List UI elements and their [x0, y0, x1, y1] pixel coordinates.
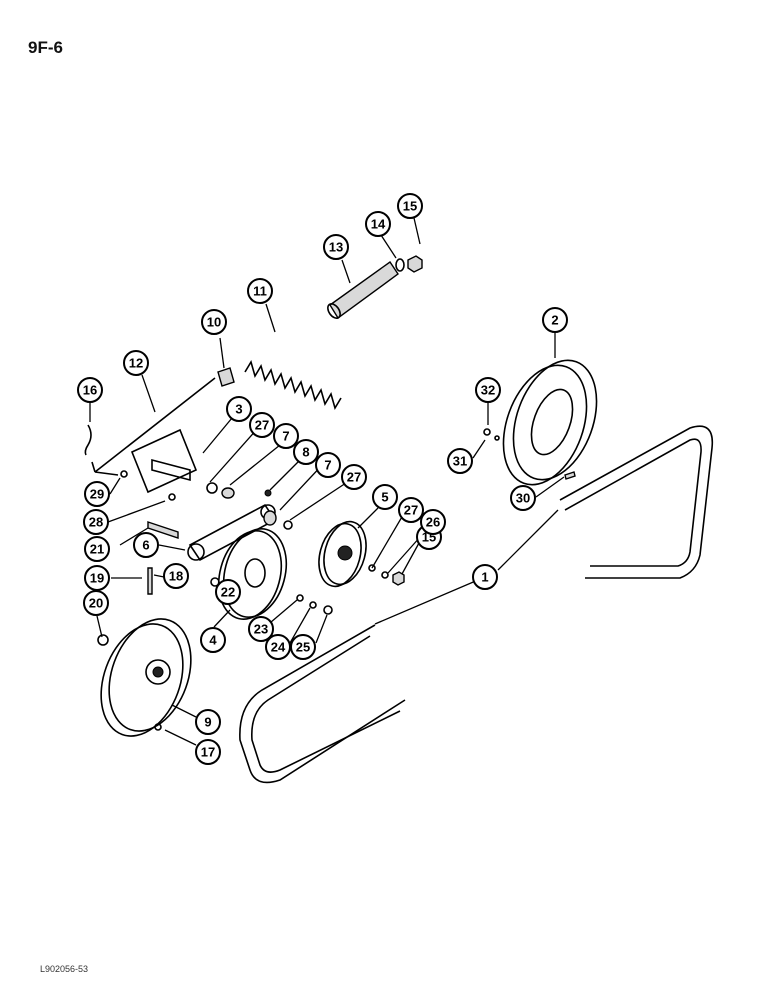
callout-27-upper: 27 [249, 412, 275, 438]
nut-part [407, 255, 423, 273]
svg-text:18: 18 [169, 569, 183, 584]
callout-14: 14 [365, 211, 391, 237]
bracket-part [217, 367, 235, 387]
svg-text:16: 16 [83, 383, 97, 398]
figure-code: L902056-53 [40, 964, 89, 974]
callout-5: 5 [372, 484, 398, 510]
svg-text:15: 15 [403, 199, 417, 214]
svg-text:27: 27 [404, 503, 418, 518]
callout-30: 30 [510, 485, 536, 511]
hardware-parts [97, 428, 576, 731]
bolt-small-part [147, 567, 153, 595]
svg-text:5: 5 [381, 490, 388, 505]
callout-23: 23 [248, 616, 274, 642]
drive-pulley-part [100, 618, 192, 737]
v-belt-part [239, 425, 714, 784]
svg-text:4: 4 [209, 633, 217, 648]
callout-16: 16 [77, 377, 103, 403]
callout-4: 4 [200, 627, 226, 653]
callout-31: 31 [447, 448, 473, 474]
small-pulley-part [318, 520, 367, 588]
svg-text:20: 20 [89, 596, 103, 611]
callout-24: 24 [265, 634, 291, 660]
callout-29: 29 [84, 481, 110, 507]
svg-text:19: 19 [90, 571, 104, 586]
svg-text:23: 23 [254, 622, 268, 637]
callout-25: 25 [290, 634, 316, 660]
callout-7-lower: 7 [315, 452, 341, 478]
svg-text:29: 29 [90, 487, 104, 502]
rod-hook-part [91, 461, 119, 476]
callout-15-upper: 15 [397, 193, 423, 219]
idler-pulley-part [217, 528, 288, 620]
svg-text:6: 6 [142, 538, 149, 553]
svg-text:27: 27 [347, 470, 361, 485]
callout-10: 10 [201, 309, 227, 335]
callout-12: 12 [123, 350, 149, 376]
washer-part [395, 258, 405, 272]
callout-17: 17 [195, 739, 221, 765]
callout-8: 8 [293, 439, 319, 465]
callout-26: 26 [420, 509, 446, 535]
svg-text:24: 24 [271, 640, 286, 655]
svg-text:11: 11 [253, 284, 267, 299]
callout-11: 11 [247, 278, 273, 304]
svg-text:13: 13 [329, 240, 343, 255]
svg-text:7: 7 [324, 458, 331, 473]
svg-text:12: 12 [129, 356, 143, 371]
callout-13: 13 [323, 234, 349, 260]
svg-text:1: 1 [481, 570, 488, 585]
svg-text:25: 25 [296, 640, 310, 655]
callout-9: 9 [195, 709, 221, 735]
svg-text:10: 10 [207, 315, 221, 330]
spring-part [244, 360, 342, 410]
pin-part [84, 424, 92, 456]
callout-6: 6 [133, 532, 159, 558]
svg-text:21: 21 [90, 542, 104, 557]
svg-text:32: 32 [481, 383, 495, 398]
tube-part [327, 261, 399, 320]
callout-32: 32 [475, 377, 501, 403]
svg-text:17: 17 [201, 745, 215, 760]
svg-text:22: 22 [221, 585, 235, 600]
callout-18: 18 [163, 563, 189, 589]
svg-text:30: 30 [516, 491, 530, 506]
callout-3: 3 [226, 396, 252, 422]
callout-21: 21 [84, 536, 110, 562]
svg-text:31: 31 [453, 454, 467, 469]
svg-text:3: 3 [235, 402, 242, 417]
callout-19: 19 [84, 565, 110, 591]
callout-27-lower: 27 [398, 497, 424, 523]
callout-20: 20 [83, 590, 109, 616]
svg-text:26: 26 [426, 515, 440, 530]
large-sheave-part [502, 359, 598, 486]
svg-text:7: 7 [282, 429, 289, 444]
page-number: 9F-6 [28, 38, 63, 57]
mounting-plate-part [130, 428, 198, 494]
callout-7-upper: 7 [273, 423, 299, 449]
rod-part [94, 377, 216, 473]
callout-22: 22 [215, 579, 241, 605]
callout-1: 1 [472, 564, 498, 590]
callout-27-middle: 27 [341, 464, 367, 490]
callout-28: 28 [83, 509, 109, 535]
svg-text:27: 27 [255, 418, 269, 433]
bolt-part [147, 521, 179, 539]
svg-text:14: 14 [371, 217, 386, 232]
leader-lines [89, 217, 565, 746]
callout-2: 2 [542, 307, 568, 333]
svg-text:28: 28 [89, 515, 103, 530]
svg-text:9: 9 [204, 715, 211, 730]
svg-text:8: 8 [302, 445, 309, 460]
svg-text:2: 2 [551, 313, 558, 328]
